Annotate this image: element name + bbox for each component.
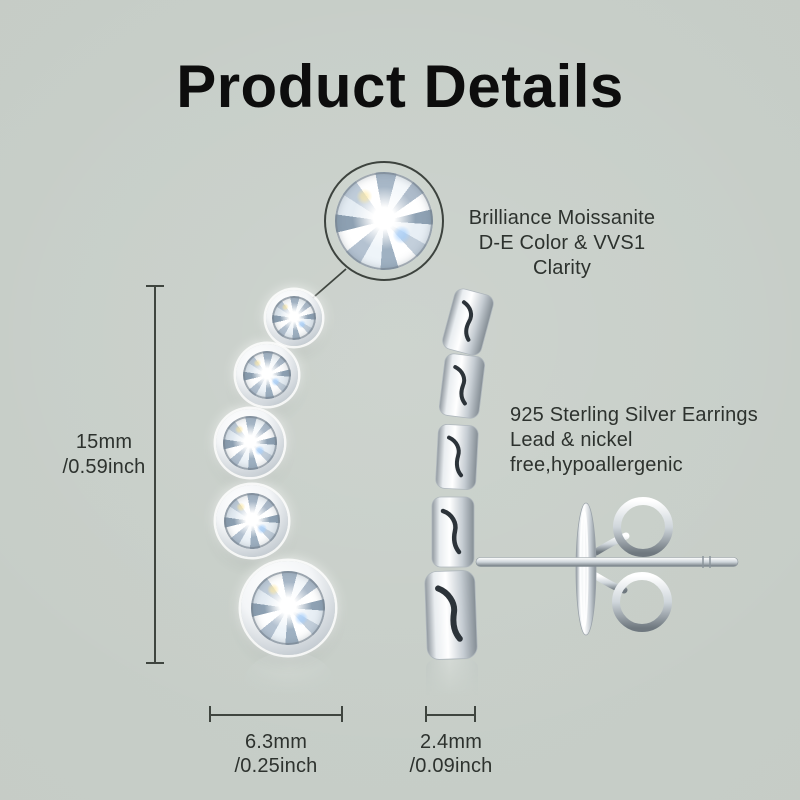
width-measure-line (209, 706, 343, 722)
ear-post (475, 556, 739, 568)
side-bezel-stack (424, 288, 494, 660)
stone-gem (272, 296, 316, 340)
butterfly-back (575, 497, 673, 636)
post-inch: /0.09inch (409, 755, 493, 777)
material-note-line1: 925 Sterling Silver Earrings (510, 404, 758, 426)
side-bezel-4 (431, 496, 475, 568)
gem-magnifier-circle (324, 161, 444, 281)
earring-side-view (424, 288, 739, 660)
side-bezel-2 (439, 353, 485, 419)
post-measure-line (425, 706, 476, 722)
stone-gem (223, 492, 281, 550)
height-mm: 15mm (75, 431, 133, 453)
gem-callout-line2: D-E Color & VVS1 Clarity (478, 232, 646, 279)
bezel-stone-4 (216, 485, 288, 557)
width-inch: /0.25inch (234, 755, 318, 777)
stone-gem (251, 571, 325, 645)
bezel-stone-3 (216, 409, 284, 477)
stone-gem (223, 416, 277, 470)
side-view-reflection (426, 660, 478, 708)
bezel-stone-2 (236, 344, 298, 406)
post-measure-label: 2.4mm /0.09inch (391, 730, 511, 778)
stone-gem (242, 350, 292, 400)
side-bezel-5 (424, 570, 478, 660)
bezel-stone-5 (241, 561, 335, 655)
front-view-reflection (244, 652, 334, 712)
gem-callout: Brilliance Moissanite D-E Color & VVS1 C… (452, 206, 672, 281)
side-bezel-3 (435, 424, 479, 490)
side-bezel-1 (442, 288, 494, 356)
page-title: Product Details (176, 53, 624, 120)
gem-closeup (335, 172, 433, 270)
height-measure-label: 15mm /0.59inch (54, 430, 154, 480)
bezel-stone-1 (266, 290, 322, 346)
height-inch: /0.59inch (62, 456, 146, 478)
gem-callout-line1: Brilliance Moissanite (468, 207, 656, 229)
width-measure-label: 6.3mm /0.25inch (216, 730, 336, 778)
height-measure-line (146, 285, 164, 664)
material-note: 925 Sterling Silver Earrings Lead & nick… (510, 403, 800, 478)
material-note-line2: Lead & nickel free,hypoallergenic (510, 429, 683, 476)
width-mm: 6.3mm (244, 731, 308, 753)
post-mm: 2.4mm (419, 731, 483, 753)
